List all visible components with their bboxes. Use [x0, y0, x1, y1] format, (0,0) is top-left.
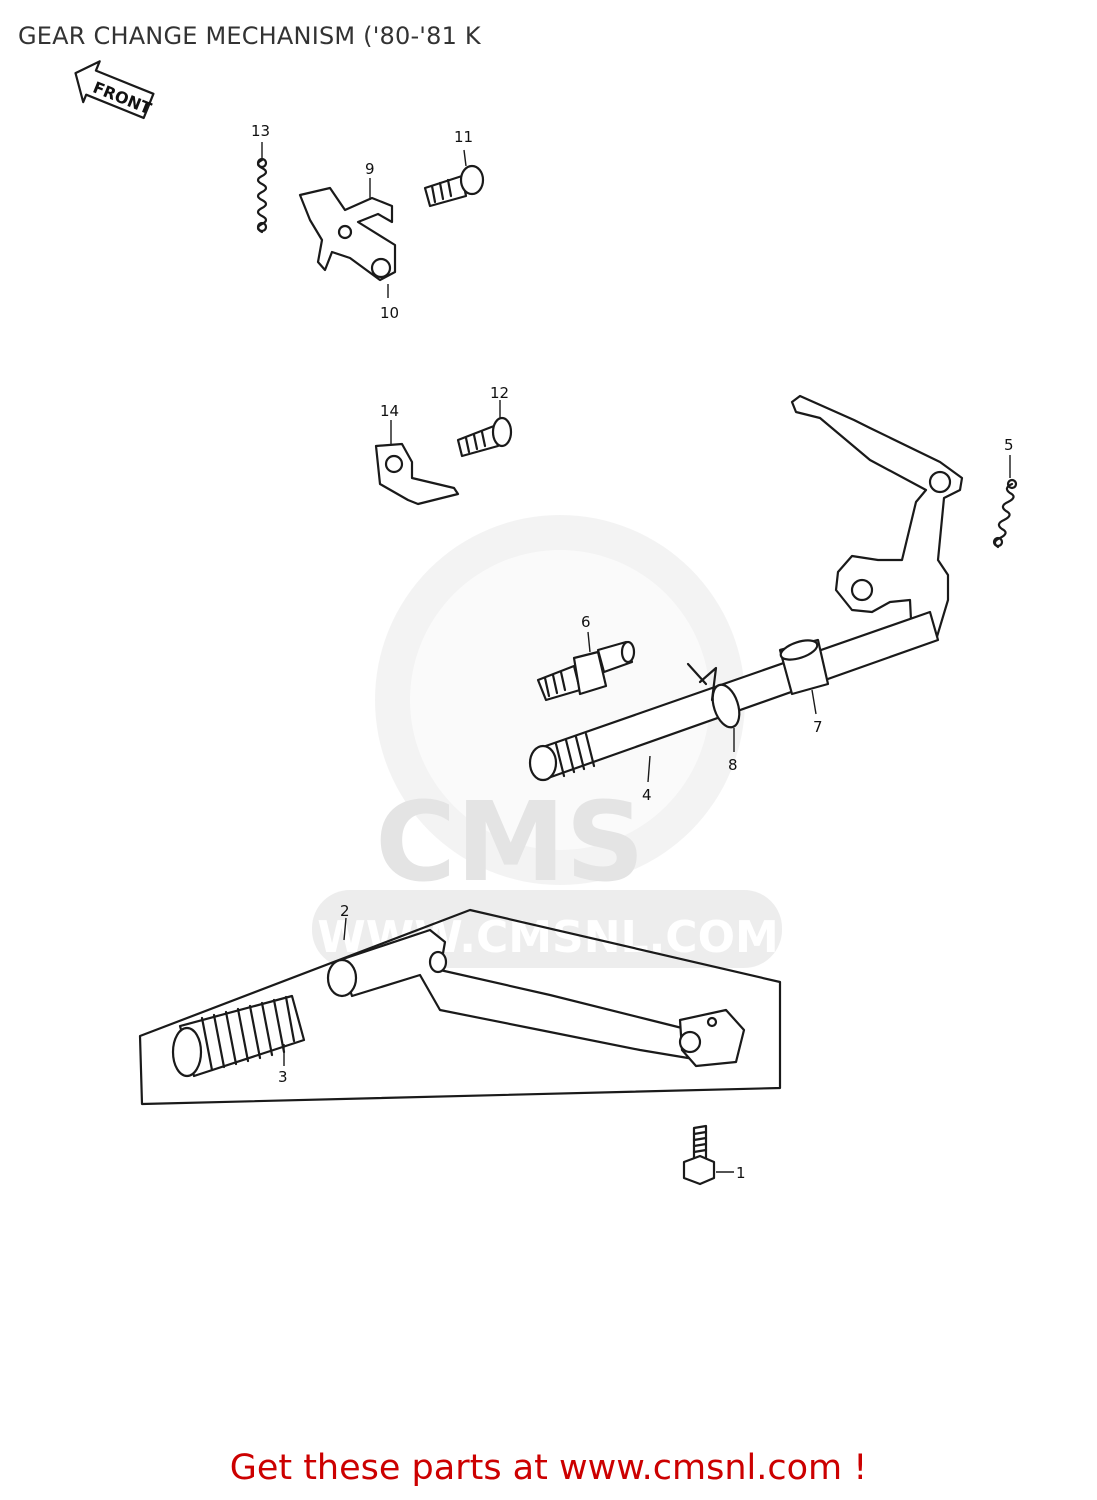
callout-3: 3: [278, 1068, 288, 1086]
shift-lever-group: [138, 908, 782, 1106]
watermark: CMS WWW.CMSNL.COM: [312, 515, 782, 968]
part-14-bracket: [374, 420, 460, 506]
footer-promo: Get these parts at www.cmsnl.com !: [229, 1448, 868, 1488]
callout-14: 14: [380, 402, 399, 420]
callout-11: 11: [454, 128, 473, 146]
callout-10: 10: [380, 304, 399, 322]
callout-labels: 13 11 9 10 14 12 5 6 7 8 4 2 3 1: [251, 122, 1014, 1182]
part-13-spring: [256, 142, 268, 234]
callout-1: 1: [736, 1164, 746, 1182]
part-5-spring: [992, 455, 1018, 549]
callout-9: 9: [365, 160, 375, 178]
callout-2: 2: [340, 902, 350, 920]
part-11-bolt: [423, 149, 485, 208]
part-9-arm: [298, 178, 397, 298]
callout-13: 13: [251, 122, 270, 140]
front-arrow-icon: FRONT: [74, 60, 155, 120]
page-title: GEAR CHANGE MECHANISM ('80-'81 K: [18, 22, 481, 50]
watermark-brand: CMS: [375, 778, 644, 906]
callout-7: 7: [813, 718, 823, 736]
callout-8: 8: [728, 756, 738, 774]
part-1-bolt: [682, 1124, 734, 1186]
shift-shaft-assembly: [528, 394, 964, 783]
callout-6: 6: [581, 613, 591, 631]
part-12-screw: [456, 400, 513, 458]
part-6-pin: [536, 631, 636, 702]
callout-5: 5: [1004, 436, 1014, 454]
callout-12: 12: [490, 384, 509, 402]
callout-4: 4: [642, 786, 652, 804]
